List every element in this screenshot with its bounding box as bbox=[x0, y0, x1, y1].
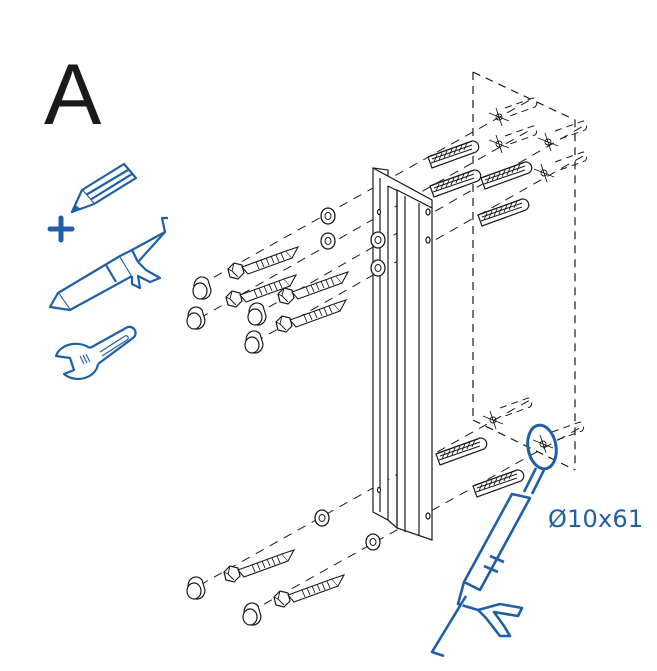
drill-hole bbox=[499, 397, 533, 418]
washer bbox=[370, 231, 386, 249]
wall-plug bbox=[435, 437, 488, 466]
drill-mark bbox=[488, 107, 510, 127]
washer bbox=[320, 207, 336, 225]
caulking-gun-injection-icon bbox=[430, 467, 546, 658]
screw-cap bbox=[244, 330, 264, 354]
lag-screw bbox=[227, 246, 299, 280]
drill-marks bbox=[482, 97, 588, 454]
lag-screws bbox=[223, 246, 349, 608]
screw-cap bbox=[186, 576, 206, 600]
screw-cap bbox=[192, 276, 212, 300]
wall-bracket bbox=[372, 167, 433, 541]
drill-mark bbox=[533, 163, 555, 183]
screw-cap bbox=[242, 602, 262, 626]
drill-mark bbox=[537, 132, 559, 152]
screw-cap bbox=[186, 306, 206, 330]
wall-plugs bbox=[427, 140, 533, 498]
wrench-icon bbox=[54, 325, 137, 381]
pencil-icon bbox=[70, 162, 138, 214]
washer bbox=[370, 259, 386, 277]
washer bbox=[320, 232, 336, 250]
drill-hole bbox=[554, 151, 588, 172]
drill-hole bbox=[504, 97, 538, 118]
wall-plug bbox=[472, 469, 525, 498]
alignment-lines bbox=[199, 99, 586, 613]
drill-hole-highlight bbox=[526, 423, 558, 471]
wall-plug bbox=[429, 169, 482, 198]
plus-icon bbox=[47, 215, 75, 243]
drill-hole bbox=[554, 120, 588, 141]
washer bbox=[314, 509, 330, 527]
lag-screw bbox=[273, 574, 345, 608]
wall-outline bbox=[472, 71, 576, 471]
wall-plug bbox=[477, 198, 530, 227]
wall-plug bbox=[480, 161, 533, 190]
lag-screw bbox=[275, 299, 347, 333]
drill-diameter-label: Ø10x61 bbox=[548, 505, 644, 533]
washer bbox=[365, 533, 381, 551]
screw-cap bbox=[247, 302, 267, 326]
lag-screw bbox=[277, 271, 349, 305]
drill-hole bbox=[551, 421, 585, 442]
caulking-gun-icon bbox=[48, 216, 168, 312]
step-letter: A bbox=[44, 47, 102, 143]
